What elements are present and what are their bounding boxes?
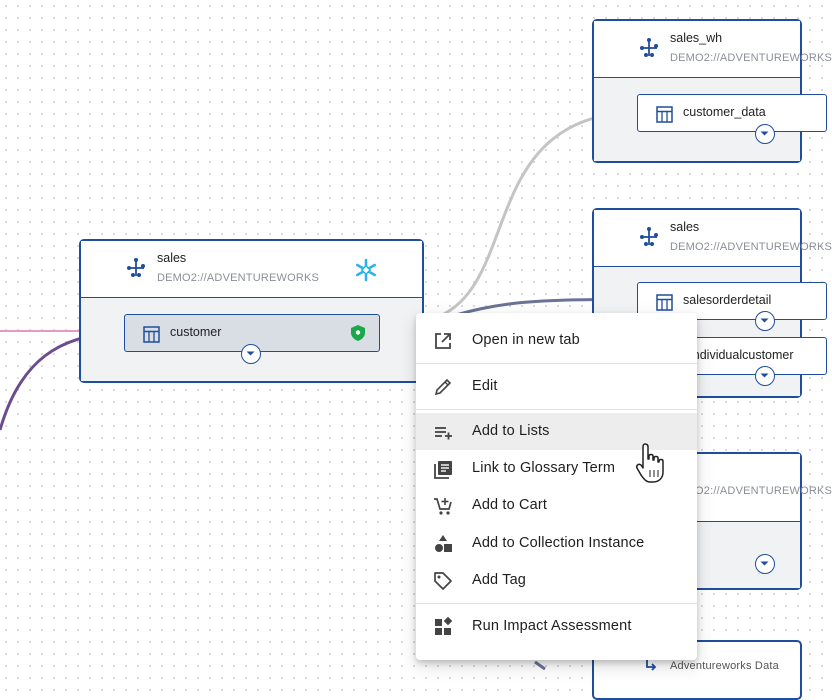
node-path: DEMO2://ADVENTUREWORKS — [670, 52, 832, 64]
menu-item-add-to-collection[interactable]: Add to Collection Instance — [416, 525, 697, 562]
open-in-new-icon — [435, 333, 451, 349]
expand-columns-button[interactable] — [755, 554, 775, 574]
context-menu: Open in new tab Edit Add to Lists Link t… — [416, 313, 697, 660]
node-body: customer — [81, 298, 422, 381]
node-header: sales DEMO2://ADVENTUREWORKS — [594, 210, 832, 267]
menu-item-label: Open in new tab — [472, 332, 580, 348]
table-icon — [656, 106, 673, 123]
menu-divider — [416, 409, 697, 410]
playlist-add-icon — [435, 427, 452, 440]
schema-icon — [640, 38, 658, 57]
chevron-down-icon — [760, 373, 769, 378]
menu-item-label: Run Impact Assessment — [472, 618, 632, 634]
node-header: sales_wh DEMO2://ADVENTUREWORKS — [594, 21, 832, 78]
table-customer-data[interactable]: customer_data — [637, 94, 827, 132]
expand-columns-button[interactable] — [241, 344, 261, 364]
menu-item-label: Add to Lists — [472, 423, 550, 439]
chevron-down-icon — [760, 318, 769, 323]
lineage-node-sales[interactable]: sales DEMO2://ADVENTUREWORKS customer — [79, 239, 424, 383]
expand-columns-button[interactable] — [755, 124, 775, 144]
chevron-down-icon — [760, 561, 769, 566]
hand-cursor-icon — [636, 443, 664, 483]
edge-bottom — [534, 660, 546, 671]
table-name: salesorderdetail — [683, 293, 772, 307]
menu-item-add-to-lists[interactable]: Add to Lists — [416, 413, 697, 450]
menu-divider — [416, 363, 697, 364]
expand-columns-button[interactable] — [755, 366, 775, 386]
table-icon — [143, 326, 160, 343]
table-icon — [656, 294, 673, 311]
node-title: Adventureworks Data — [670, 660, 779, 672]
schema-icon — [640, 227, 658, 246]
shapes-icon — [435, 535, 452, 552]
menu-item-label: Link to Glossary Term — [472, 460, 616, 476]
menu-item-label: Add to Collection Instance — [472, 535, 645, 551]
node-title: sales_wh — [670, 31, 723, 45]
pencil-icon — [434, 378, 452, 396]
chevron-down-icon — [246, 351, 255, 356]
node-body: customer_data — [594, 78, 827, 161]
glossary-icon — [434, 461, 452, 479]
shield-icon — [351, 325, 365, 341]
menu-item-label: Add to Cart — [472, 497, 547, 513]
impact-icon — [435, 616, 453, 635]
expand-columns-button[interactable] — [755, 311, 775, 331]
menu-item-open-new-tab[interactable]: Open in new tab — [416, 322, 697, 359]
lineage-node-sales-wh[interactable]: sales_wh DEMO2://ADVENTUREWORKS customer… — [592, 19, 832, 163]
menu-item-label: Edit — [472, 378, 498, 394]
chevron-down-icon — [760, 131, 769, 136]
menu-item-run-impact-assessment[interactable]: Run Impact Assessment — [416, 608, 697, 645]
menu-item-add-to-cart[interactable]: Add to Cart — [416, 487, 697, 524]
table-name: customer_data — [683, 105, 766, 119]
node-title: sales — [670, 220, 700, 234]
table-customer[interactable]: customer — [124, 314, 380, 352]
cart-add-icon — [434, 498, 452, 515]
node-path: DEMO2://ADVENTUREWORKS — [670, 485, 832, 497]
tag-icon — [434, 572, 452, 590]
table-name: customer — [170, 325, 222, 339]
menu-item-label: Add Tag — [472, 572, 526, 588]
node-path: DEMO2://ADVENTUREWORKS — [670, 241, 832, 253]
menu-divider — [416, 603, 697, 604]
menu-item-link-glossary[interactable]: Link to Glossary Term — [416, 450, 697, 487]
snowflake-icon — [355, 258, 377, 282]
menu-item-add-tag[interactable]: Add Tag — [416, 562, 697, 599]
table-salesorderdetail[interactable]: salesorderdetail — [637, 282, 827, 320]
node-path: DEMO2://ADVENTUREWORKS — [157, 272, 320, 284]
menu-item-edit[interactable]: Edit — [416, 368, 697, 405]
link-arrow-icon — [646, 660, 657, 671]
schema-icon — [127, 258, 145, 277]
table-name: individualcustomer — [690, 348, 794, 362]
node-title: sales — [157, 251, 187, 265]
node-header: sales DEMO2://ADVENTUREWORKS — [81, 241, 422, 298]
